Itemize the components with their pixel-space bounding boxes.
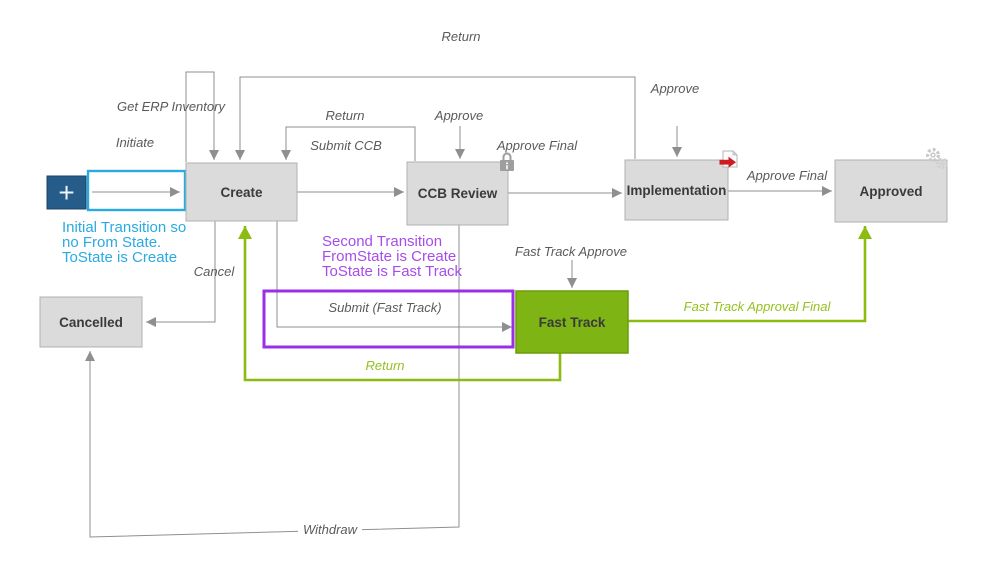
state-implementation[interactable]: Implementation [624,159,729,221]
plus-icon: + [58,177,74,208]
label-fast-track-approve: Fast Track Approve [515,244,627,259]
label-cancel: Cancel [194,264,236,279]
label-submit-fast-track: Submit (Fast Track) [328,300,441,315]
state-ccb-review[interactable]: CCB Review [406,161,509,226]
edge-withdraw[interactable] [85,225,460,538]
label-get-erp-inventory: Get ERP Inventory [117,99,226,114]
document-arrow-icon [719,150,738,168]
withdraw-label-backing [298,521,362,537]
state-fast-track-label: Fast Track [539,315,606,330]
label-submit-ccb: Submit CCB [310,138,382,153]
label-return-ccb: Return [325,108,364,123]
label-approve-final-implementation: Approve Final [746,168,828,183]
state-implementation-label: Implementation [627,183,727,198]
state-create-label: Create [220,185,263,200]
initial-transition-note-line1: Initial Transition so [62,219,186,236]
initial-transition-note-line3: ToState is Create [62,249,177,266]
edge-return-ccb-to-create[interactable] [281,126,416,161]
edge-return-fast-track-to-create[interactable] [238,226,562,382]
state-approved-label: Approved [859,184,922,199]
second-transition-note: Second Transition FromState is Create To… [322,233,463,280]
label-withdraw: Withdraw [303,522,359,537]
add-transition-button[interactable]: + [46,175,87,210]
label-return-fast-track: Return [365,358,404,373]
label-approve-final-ccb: Approve Final [496,138,578,153]
second-transition-note-line3: ToState is Fast Track [322,263,463,280]
second-transition-note-line2: FromState is Create [322,248,456,265]
edge-return-implementation-to-create[interactable] [235,76,636,160]
label-initiate: Initiate [116,135,154,150]
initial-transition-note-line2: no From State. [62,234,161,251]
second-transition-highlight-box[interactable] [262,289,515,349]
state-create[interactable]: Create [185,162,298,222]
edge-fast-track-approval-final[interactable] [628,226,872,323]
state-approved[interactable]: Approved [834,159,948,223]
second-transition-note-line1: Second Transition [322,233,442,250]
gears-icon [925,148,948,170]
label-approve-ccb: Approve [434,108,483,123]
state-cancelled-label: Cancelled [59,315,123,330]
state-cancelled[interactable]: Cancelled [39,296,143,348]
edge-get-erp-inventory[interactable] [185,71,219,162]
initial-transition-box[interactable] [86,169,187,212]
label-fast-track-approval-final: Fast Track Approval Final [684,299,832,314]
label-return-top: Return [441,29,480,44]
initial-transition-note: Initial Transition so no From State. ToS… [62,219,186,266]
state-fast-track[interactable]: Fast Track [515,290,629,354]
lock-icon [500,152,514,171]
edge-cancel[interactable] [146,221,216,327]
state-ccb-review-label: CCB Review [418,186,498,201]
label-approve-implementation: Approve [650,81,699,96]
edge-submit-fast-track[interactable] [276,221,512,332]
